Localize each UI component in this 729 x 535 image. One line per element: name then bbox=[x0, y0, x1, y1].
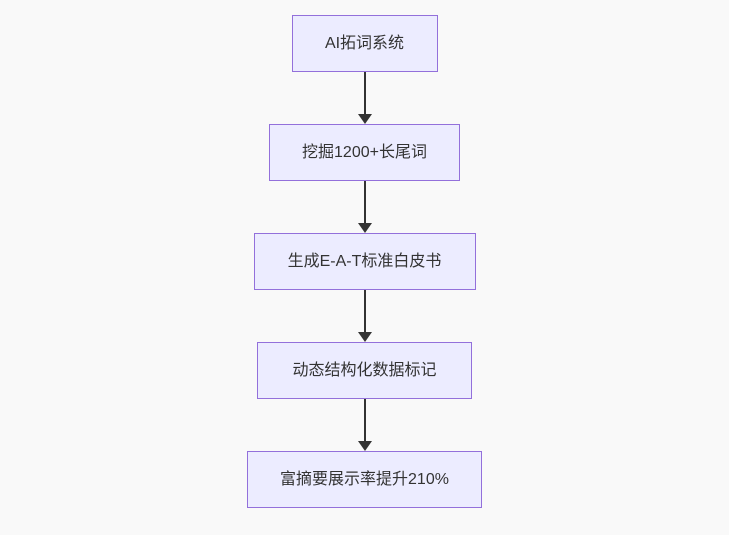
arrow-down-icon bbox=[357, 332, 372, 342]
flow-node-ai-word-expansion: AI拓词系统 bbox=[291, 15, 438, 72]
flow-edge-1-2 bbox=[357, 72, 372, 124]
flow-node-label: AI拓词系统 bbox=[324, 34, 405, 52]
arrow-down-icon bbox=[357, 223, 372, 233]
flow-node-label: 生成E-A-T标准白皮书 bbox=[287, 252, 442, 270]
flow-edge-2-3 bbox=[357, 181, 372, 233]
arrow-down-icon bbox=[357, 114, 372, 124]
flow-edge-3-4 bbox=[357, 290, 372, 342]
flow-node-eat-whitepaper: 生成E-A-T标准白皮书 bbox=[253, 233, 476, 290]
arrow-shaft bbox=[363, 290, 366, 332]
flow-node-label: 富摘要展示率提升210% bbox=[280, 470, 449, 488]
flow-node-longtail-mining: 挖掘1200+长尾词 bbox=[269, 124, 460, 181]
arrow-shaft bbox=[363, 72, 366, 114]
flow-node-label: 动态结构化数据标记 bbox=[292, 361, 437, 379]
arrow-shaft bbox=[363, 399, 366, 441]
flow-edge-4-5 bbox=[357, 399, 372, 451]
flow-node-structured-data-markup: 动态结构化数据标记 bbox=[257, 342, 472, 399]
flow-node-label: 挖掘1200+长尾词 bbox=[302, 143, 427, 161]
arrow-down-icon bbox=[357, 441, 372, 451]
flow-node-rich-snippet-rate: 富摘要展示率提升210% bbox=[247, 451, 482, 508]
arrow-shaft bbox=[363, 181, 366, 223]
